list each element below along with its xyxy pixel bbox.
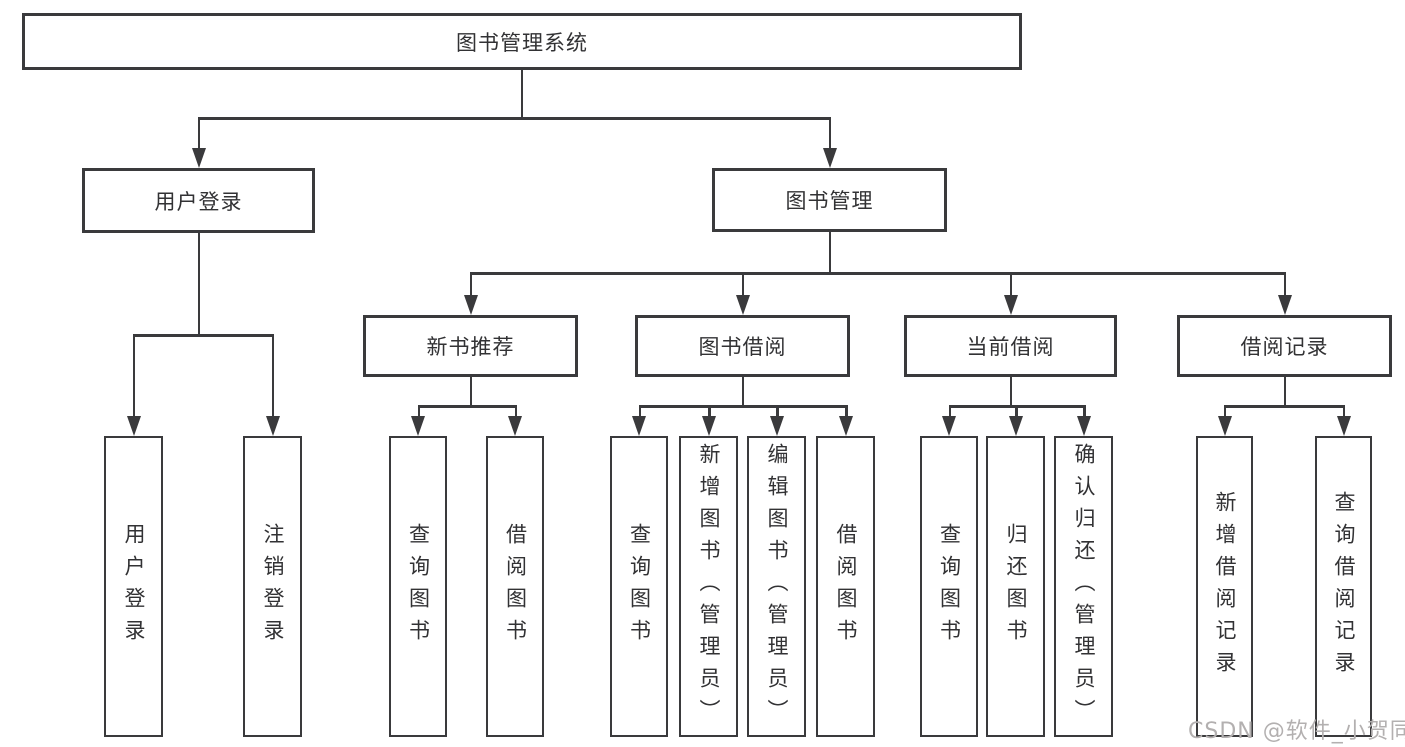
connector-line [776,405,779,419]
arrow-down-icon [1008,416,1023,436]
arrow-down-icon [1336,416,1351,436]
connector-line [1223,405,1226,419]
connector-line [470,272,1285,275]
node-root-label: 图书管理系统 [456,30,588,55]
arrow-down-icon [126,416,141,436]
node-book-borrow: 图书借阅 [635,315,850,377]
arrow-down-icon [1217,416,1232,436]
leaf-query-borrow-record: 查询借阅记录 [1315,436,1372,737]
leaf-query-books-current-label: 查询图书 [937,522,962,651]
node-current-borrow: 当前借阅 [904,315,1117,377]
connector-line [741,272,744,298]
leaf-query-borrow-record-label: 查询借阅记录 [1332,490,1357,683]
arrow-down-icon [1003,295,1018,315]
connector-line [1224,405,1344,408]
node-root: 图书管理系统 [22,13,1022,70]
connector-line [1083,405,1086,419]
leaf-add-borrow-record-label: 新增借阅记录 [1213,490,1238,683]
node-current-borrow-label: 当前借阅 [966,335,1055,359]
connector-line [197,117,200,150]
connector-line [197,117,831,120]
arrow-down-icon [265,416,280,436]
arrow-down-icon [508,416,522,436]
connector-line [708,405,711,419]
connector-line [133,334,273,337]
connector-line [514,405,517,419]
leaf-query-books-current: 查询图书 [920,436,978,737]
connector-line [469,377,472,407]
leaf-user-login-label: 用户登录 [122,522,147,651]
leaf-borrow-books-module-label: 借阅图书 [834,522,859,651]
leaf-add-borrow-record: 新增借阅记录 [1196,436,1253,737]
connector-line [520,69,523,119]
leaf-query-books-recommend: 查询图书 [389,436,447,737]
arrow-down-icon [1076,416,1091,436]
connector-line [948,405,951,419]
leaf-add-book-admin-label: 新增图书（管理员） [697,442,722,731]
node-book-management-label: 图书管理 [785,189,874,213]
connector-line [132,334,135,418]
arrow-down-icon [191,148,206,168]
leaf-edit-book-admin: 编辑图书（管理员） [747,436,806,737]
connector-line [828,117,831,150]
leaf-return-book-label: 归还图书 [1004,522,1029,651]
leaf-edit-book-admin-label: 编辑图书（管理员） [765,442,790,731]
leaf-return-book: 归还图书 [986,436,1045,737]
connector-line [1283,377,1286,407]
connector-line [1009,272,1012,298]
node-new-book-recommend: 新书推荐 [363,315,578,377]
connector-line [1342,405,1345,419]
connector-line [828,232,831,273]
leaf-user-login: 用户登录 [104,436,163,737]
arrow-down-icon [769,416,784,436]
leaf-borrow-books-recommend: 借阅图书 [486,436,544,737]
leaf-confirm-return-admin: 确认归还（管理员） [1054,436,1113,737]
leaf-query-books-borrow: 查询图书 [610,436,668,737]
leaf-borrow-books-module: 借阅图书 [816,436,875,737]
arrow-down-icon [701,416,716,436]
arrow-down-icon [822,148,837,168]
leaf-query-books-borrow-label: 查询图书 [627,522,652,651]
connector-line [741,377,744,407]
arrow-down-icon [411,416,425,436]
arrow-down-icon [942,416,956,436]
leaf-confirm-return-admin-label: 确认归还（管理员） [1072,442,1097,731]
leaf-add-book-admin: 新增图书（管理员） [679,436,738,737]
connector-line [1015,405,1018,419]
csdn-watermark: CSDN @软件_小贺同学 [1188,719,1405,744]
connector-line [417,405,420,419]
connector-line [1283,272,1286,298]
connector-line [1009,377,1012,407]
leaf-query-books-recommend-label: 查询图书 [406,522,431,651]
node-borrow-records-label: 借阅记录 [1240,335,1329,359]
node-user-login-label: 用户登录 [154,189,243,214]
node-user-login: 用户登录 [82,168,315,233]
connector-line [639,405,846,408]
node-borrow-records: 借阅记录 [1177,315,1392,377]
leaf-borrow-books-recommend-label: 借阅图书 [503,522,528,651]
node-book-management: 图书管理 [712,168,947,232]
connector-line [197,233,200,335]
connector-line [469,272,472,298]
connector-line [638,405,641,419]
arrow-down-icon [735,295,750,315]
node-new-book-recommend-label: 新书推荐 [426,335,515,359]
leaf-logout: 注销登录 [243,436,302,737]
arrow-down-icon [1277,295,1292,315]
connector-line [845,405,848,419]
leaf-logout-label: 注销登录 [261,522,286,651]
arrow-down-icon [632,416,646,436]
arrow-down-icon [463,295,478,315]
arrow-down-icon [838,416,853,436]
connector-line [271,334,274,418]
connector-line [418,405,515,408]
node-book-borrow-label: 图书借阅 [698,335,787,359]
